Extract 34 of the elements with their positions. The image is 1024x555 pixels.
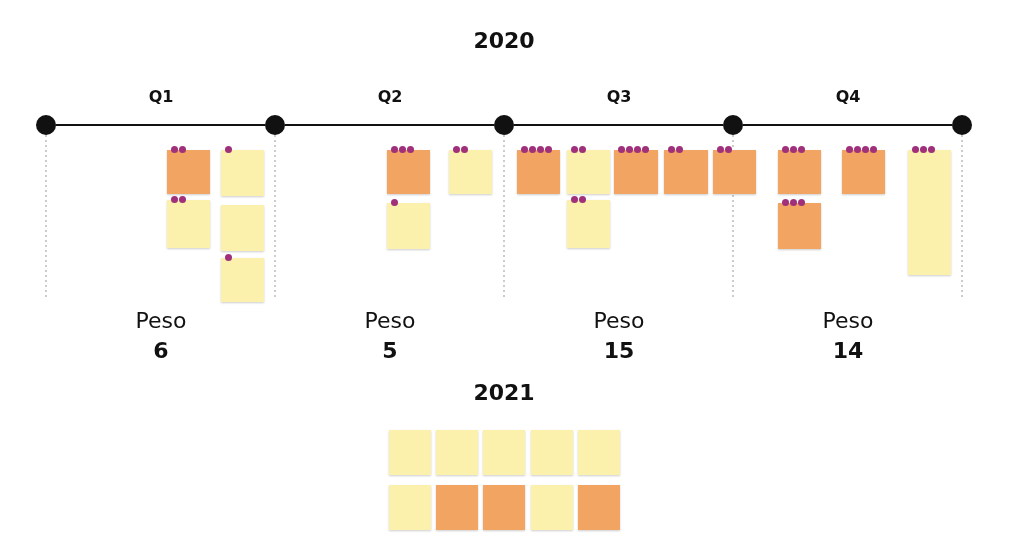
sticky-note: [483, 430, 525, 475]
timeline-line: [284, 124, 495, 126]
quarter-label: Q3: [606, 87, 632, 106]
sticky-note: [578, 430, 620, 475]
sticky-note: [531, 430, 573, 475]
quarter-label: Q4: [835, 87, 861, 106]
timeline-line: [55, 124, 266, 126]
sticky-note: [389, 485, 431, 530]
timeline-dot: [265, 115, 285, 135]
sticky-note: [436, 430, 478, 475]
weight-value: 5: [382, 338, 398, 363]
year-heading: 2021: [473, 380, 535, 405]
timeline-dot: [952, 115, 972, 135]
timeline-dot: [723, 115, 743, 135]
weight-value: 15: [603, 338, 635, 363]
sticky-note: [578, 485, 620, 530]
weight-label: Peso: [593, 308, 645, 333]
timeline-line: [513, 124, 724, 126]
quarter-label: Q2: [377, 87, 403, 106]
sticky-note: [221, 205, 264, 251]
weight-value: 14: [832, 338, 864, 363]
sticky-note: [436, 485, 478, 530]
year-heading: 2020: [473, 28, 535, 53]
weight-value: 6: [153, 338, 169, 363]
sticky-note: [531, 485, 573, 530]
timeline-dot: [36, 115, 56, 135]
timeline-line: [742, 124, 953, 126]
weight-label: Peso: [822, 308, 874, 333]
quarter-label: Q1: [148, 87, 174, 106]
sticky-note: [483, 485, 525, 530]
timeline-dot: [494, 115, 514, 135]
weight-label: Peso: [364, 308, 416, 333]
sticky-note: [389, 430, 431, 475]
weight-label: Peso: [135, 308, 187, 333]
